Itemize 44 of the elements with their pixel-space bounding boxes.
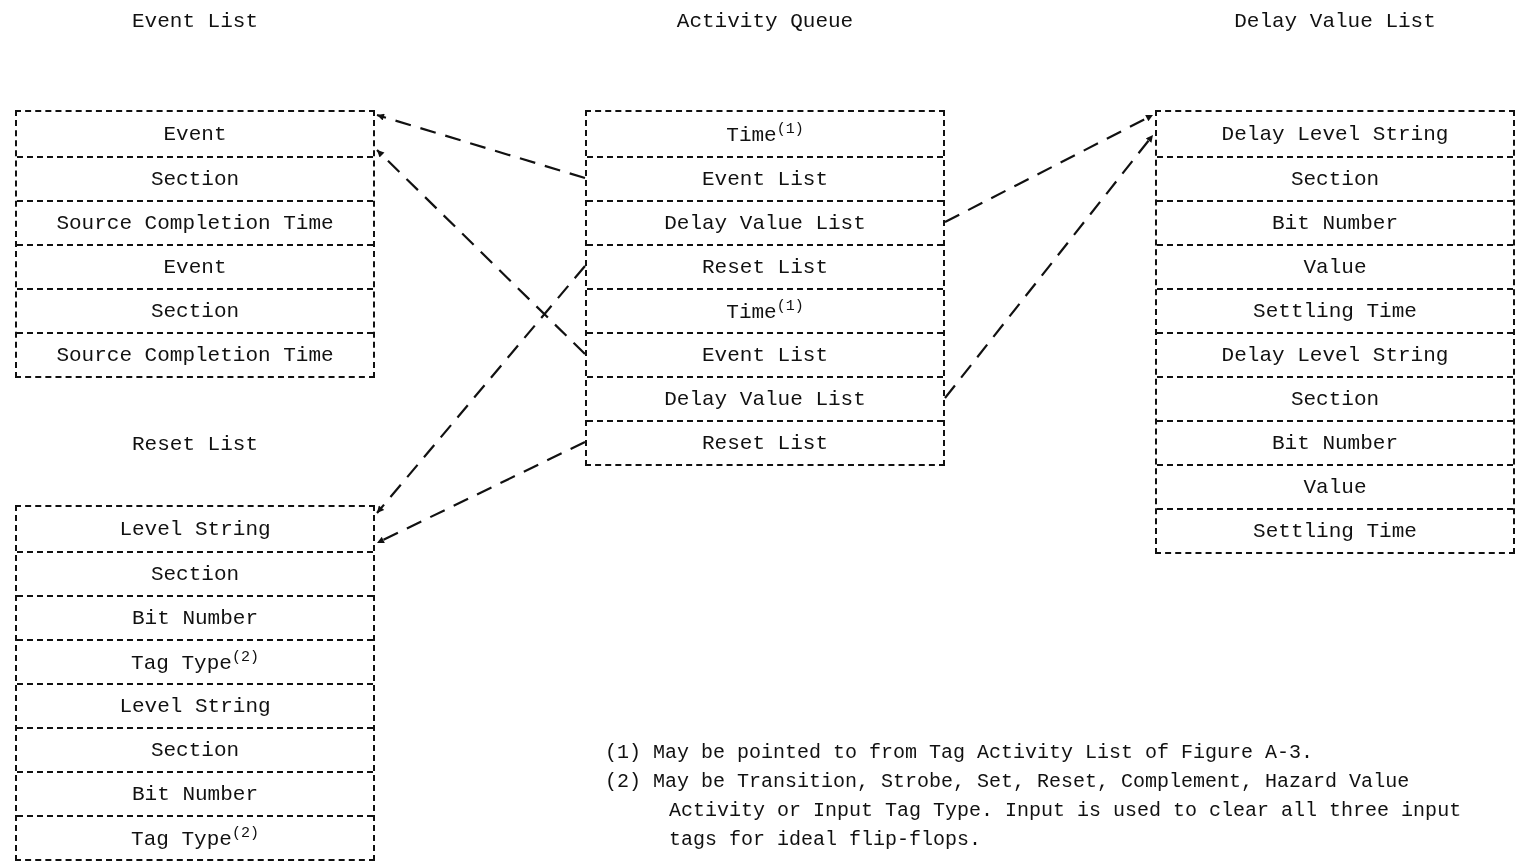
- table-row: Value: [1157, 464, 1513, 508]
- table-row: Bit Number: [17, 771, 373, 815]
- table-title: Event List: [131, 9, 259, 35]
- footnote: (2) May be Transition, Strobe, Set, Reset, Complement, Hazard Value Activity or Input Tag Type. Input is used to clear all three input tags for ideal flip-flops.: [605, 769, 1463, 853]
- table-row: Level String: [17, 683, 373, 727]
- dashed-arrow: [376, 265, 586, 514]
- table-row: Section: [17, 551, 373, 595]
- table-row: Section: [17, 288, 373, 332]
- table-row: Source Completion Time: [17, 332, 373, 376]
- dashed-arrow: [376, 149, 586, 355]
- table-row: Delay Value List: [587, 376, 943, 420]
- table-row: Section: [17, 156, 373, 200]
- table-row: Source Completion Time: [17, 200, 373, 244]
- table-row: Time$^{(1)}$: [587, 112, 943, 156]
- table-row: Level String: [17, 507, 373, 551]
- table-row: Section: [17, 727, 373, 771]
- table-row: Tag Type$^{(2)}$: [17, 639, 373, 683]
- table-row: Event List: [587, 332, 943, 376]
- dashed-arrow: [944, 114, 1154, 223]
- table-row: Event List: [587, 156, 943, 200]
- table-row: Settling Time: [1157, 508, 1513, 552]
- table-title: Delay Value List: [1233, 9, 1437, 35]
- table-row: Bit Number: [17, 595, 373, 639]
- dashed-arrow: [376, 113, 586, 180]
- table-title: Activity Queue: [675, 9, 855, 35]
- dashed-arrow: [376, 441, 586, 544]
- table-row: Bit Number: [1157, 420, 1513, 464]
- table-row: Event: [17, 244, 373, 288]
- table-title: Reset List: [131, 432, 259, 458]
- table-row: Event: [17, 112, 373, 156]
- table-row: Time$^{(1)}$: [587, 288, 943, 332]
- table-row: Tag Type$^{(2)}$: [17, 815, 373, 859]
- table-row: Delay Value List: [587, 200, 943, 244]
- table-row: Bit Number: [1157, 200, 1513, 244]
- table-row: Delay Level String: [1157, 112, 1513, 156]
- dashed-arrow: [944, 134, 1154, 399]
- table-row: Settling Time: [1157, 288, 1513, 332]
- table-row: Reset List: [587, 420, 943, 464]
- table-row: Reset List: [587, 244, 943, 288]
- table-row: Value: [1157, 244, 1513, 288]
- table-row: Section: [1157, 376, 1513, 420]
- table-row: Delay Level String: [1157, 332, 1513, 376]
- table-row: Section: [1157, 156, 1513, 200]
- footnote: (1) May be pointed to from Tag Activity List of Figure A-3.: [605, 740, 1315, 766]
